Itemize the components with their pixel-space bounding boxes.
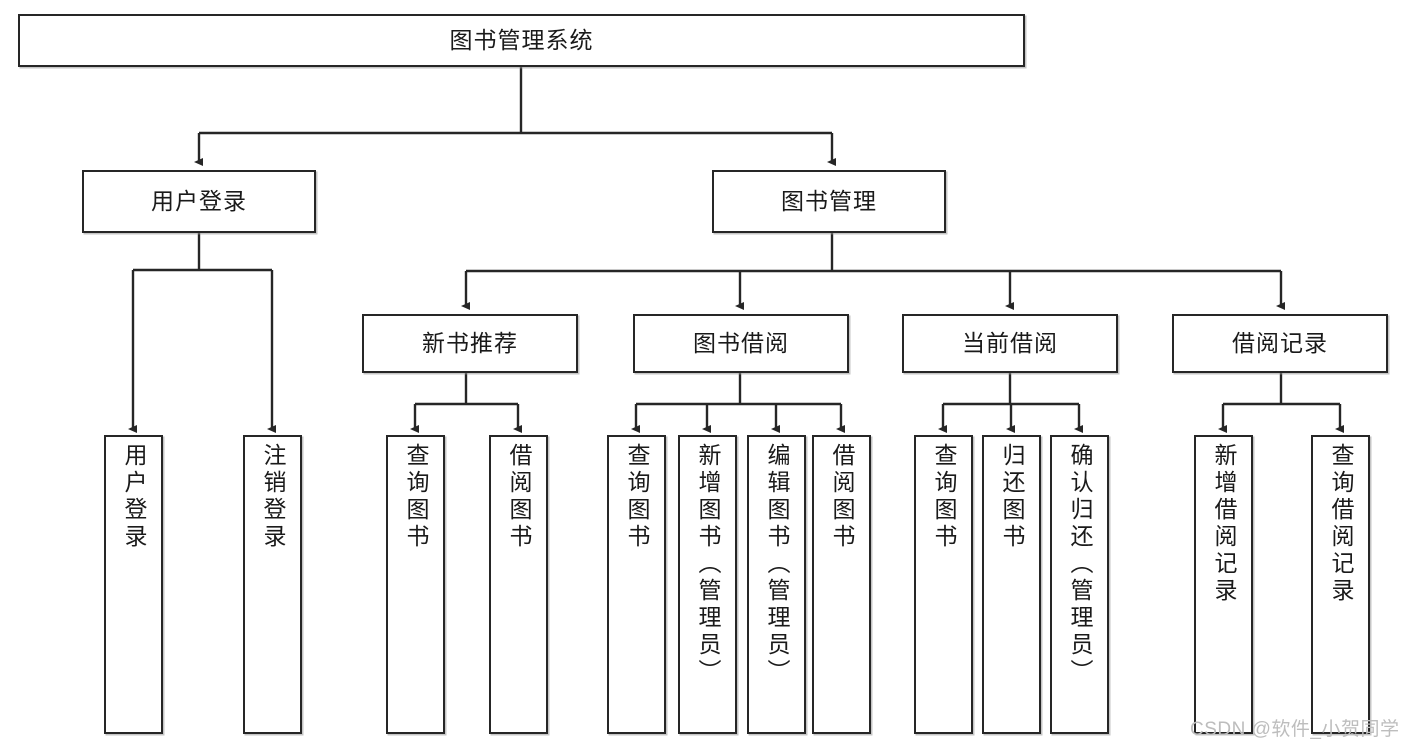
leaf-borrow-record-2[interactable]: 查询借阅记录 (1311, 435, 1370, 734)
leaf-current-borrow-1[interactable]: 查询图书 (914, 435, 973, 734)
leaf-current-borrow-2[interactable]: 归还图书 (982, 435, 1041, 734)
leaf-book-borrow-3[interactable]: 编辑图书（管理员） (747, 435, 806, 734)
csdn-watermark: CSDN @软件_小贺同学 (1190, 719, 1400, 740)
leaf-user-login-2-label: 注销登录 (260, 443, 286, 551)
leaf-borrow-record-1[interactable]: 新增借阅记录 (1194, 435, 1253, 734)
leaf-user-login-1[interactable]: 用户登录 (104, 435, 163, 734)
node-borrow-record-label: 借阅记录 (1232, 330, 1328, 357)
leaf-borrow-record-1-label: 新增借阅记录 (1211, 443, 1237, 605)
node-book-borrow[interactable]: 图书借阅 (633, 314, 849, 373)
leaf-current-borrow-3[interactable]: 确认归还（管理员） (1050, 435, 1109, 734)
leaf-borrow-record-2-label: 查询借阅记录 (1328, 443, 1354, 605)
leaf-current-borrow-3-label: 确认归还（管理员） (1067, 443, 1093, 686)
leaf-user-login-2[interactable]: 注销登录 (243, 435, 302, 734)
leaf-book-borrow-2[interactable]: 新增图书（管理员） (678, 435, 737, 734)
node-current-borrow-label: 当前借阅 (962, 330, 1058, 357)
leaf-book-borrow-1-label: 查询图书 (624, 443, 650, 551)
leaf-book-borrow-1[interactable]: 查询图书 (607, 435, 666, 734)
leaf-current-borrow-1-label: 查询图书 (931, 443, 957, 551)
node-book-manage[interactable]: 图书管理 (712, 170, 946, 233)
node-current-borrow[interactable]: 当前借阅 (902, 314, 1118, 373)
node-root-label: 图书管理系统 (449, 27, 594, 54)
leaf-book-borrow-3-label: 编辑图书（管理员） (764, 443, 790, 686)
leaf-new-book-2-label: 借阅图书 (506, 443, 532, 551)
leaf-current-borrow-2-label: 归还图书 (999, 443, 1025, 551)
leaf-book-borrow-4[interactable]: 借阅图书 (812, 435, 871, 734)
node-user-login-label: 用户登录 (151, 188, 247, 215)
node-new-book-recommend[interactable]: 新书推荐 (362, 314, 578, 373)
leaf-user-login-1-label: 用户登录 (121, 443, 147, 551)
leaf-new-book-1-label: 查询图书 (403, 443, 429, 551)
leaf-book-borrow-2-label: 新增图书（管理员） (695, 443, 721, 686)
leaf-new-book-1[interactable]: 查询图书 (386, 435, 445, 734)
leaf-new-book-2[interactable]: 借阅图书 (489, 435, 548, 734)
node-book-manage-label: 图书管理 (781, 188, 877, 215)
node-borrow-record[interactable]: 借阅记录 (1172, 314, 1388, 373)
node-user-login[interactable]: 用户登录 (82, 170, 316, 233)
leaf-book-borrow-4-label: 借阅图书 (829, 443, 855, 551)
node-book-borrow-label: 图书借阅 (693, 330, 789, 357)
node-root[interactable]: 图书管理系统 (18, 14, 1025, 67)
node-new-book-recommend-label: 新书推荐 (422, 330, 518, 357)
